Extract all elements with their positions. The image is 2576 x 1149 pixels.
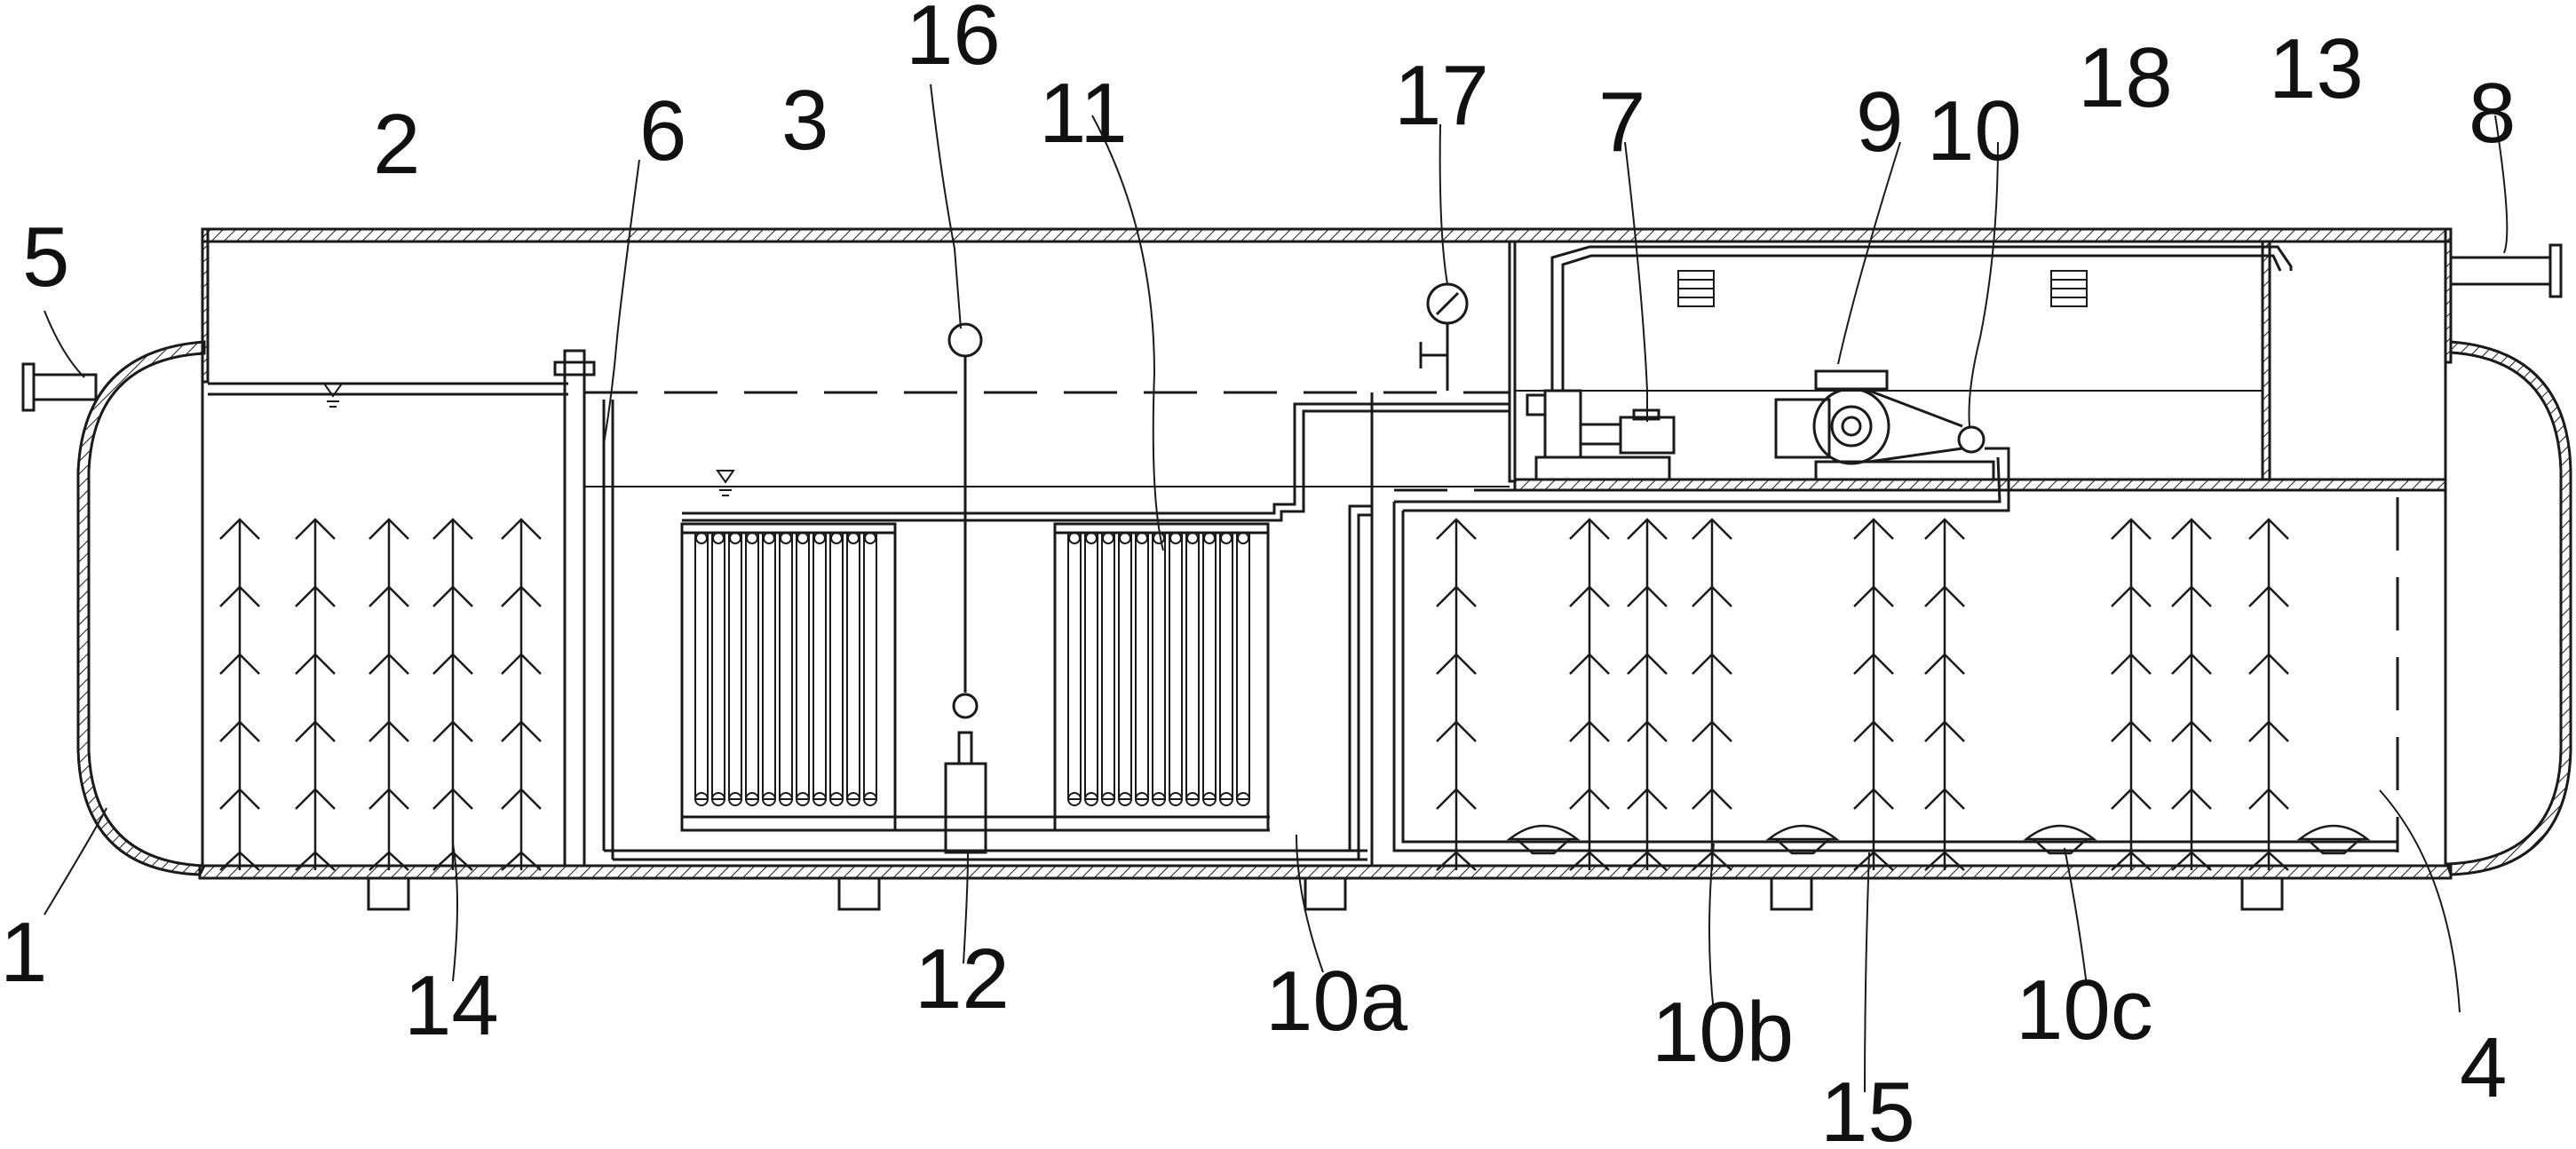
reference-labels: 1 2 3 4 5 6 7 8 9 10 10a 10b 10c 11 12 1… (0, 0, 2516, 1149)
label-3: 3 (781, 73, 828, 168)
outlet-nozzle (2449, 243, 2563, 298)
aerators-chamber-4 (1435, 518, 2290, 872)
label-16: 16 (906, 0, 1001, 83)
chamber-4 (1392, 488, 2415, 872)
suction-pump (1526, 389, 1676, 481)
pressure-gauge (1419, 282, 1469, 391)
membrane-module-left (680, 522, 897, 832)
label-1: 1 (0, 905, 47, 1000)
label-10c: 10c (2016, 963, 2153, 1058)
equipment-room (1394, 240, 2447, 512)
inlet-nozzle (21, 362, 98, 412)
label-9: 9 (1856, 75, 1903, 170)
membrane-module-right (1053, 522, 1270, 832)
label-4: 4 (2460, 1020, 2507, 1115)
chamber-3 (584, 322, 1510, 866)
label-6: 6 (639, 83, 686, 178)
level-float (947, 322, 983, 719)
label-2: 2 (373, 97, 420, 192)
blower-unit (944, 731, 987, 854)
air-blower (1394, 369, 2010, 512)
vent-louvre-right (2050, 270, 2088, 307)
vent-louvre-left (1677, 270, 1715, 307)
label-12: 12 (915, 931, 1010, 1026)
label-17: 17 (1394, 48, 1489, 143)
tank-shell (76, 227, 2572, 880)
diffusers (1508, 824, 2369, 855)
label-10a: 10a (1265, 954, 1408, 1049)
label-7: 7 (1598, 75, 1645, 170)
label-18: 18 (2078, 30, 2173, 125)
label-10b: 10b (1652, 985, 1794, 1080)
label-15: 15 (1820, 1065, 1915, 1149)
label-10: 10 (1927, 83, 2022, 178)
label-5: 5 (22, 210, 69, 305)
support-feet (367, 876, 2284, 911)
chamber-2 (208, 349, 596, 872)
label-11: 11 (1039, 66, 1128, 161)
aerators-chamber-2 (218, 518, 543, 872)
label-8: 8 (2469, 66, 2516, 161)
leader-lines (44, 83, 2509, 1093)
label-13: 13 (2269, 21, 2364, 116)
label-14: 14 (404, 958, 499, 1053)
